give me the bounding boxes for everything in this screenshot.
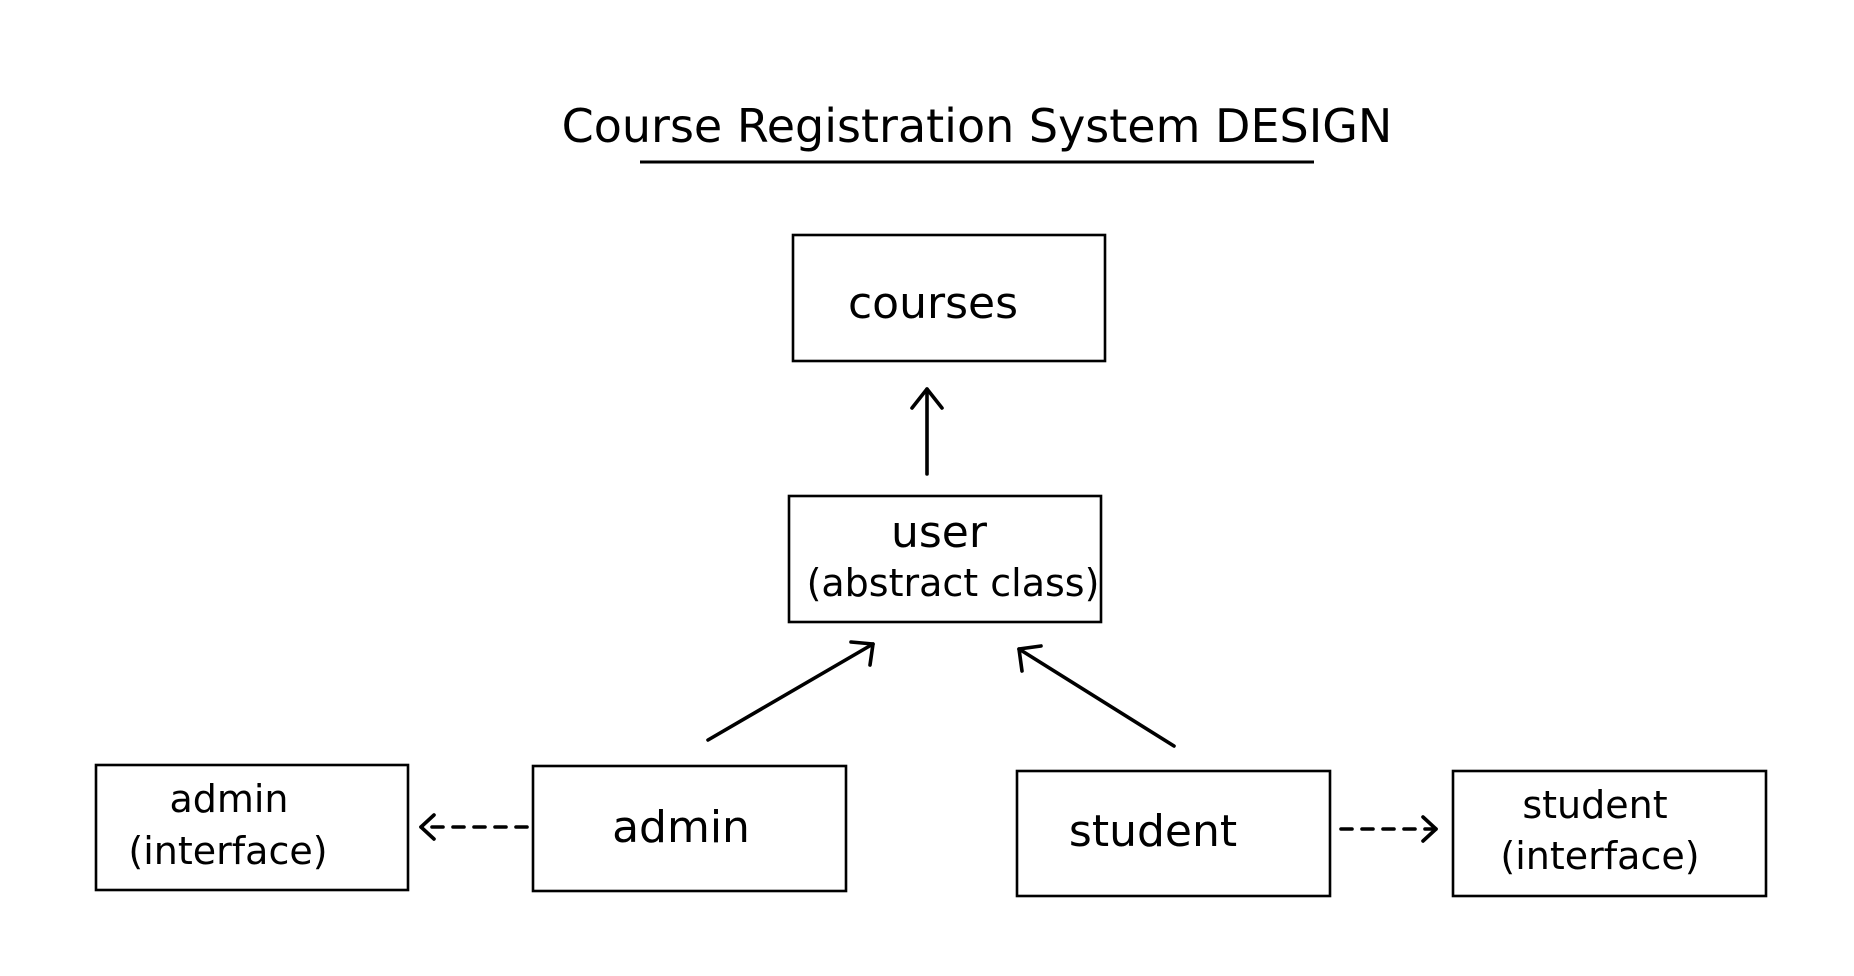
edge-student-to-user-line (1017, 647, 1176, 748)
edge-student-to-student-interface (1339, 815, 1438, 843)
node-admin-box (531, 764, 848, 893)
node-admin-interface-sublabel: (interface) (128, 829, 327, 873)
node-student-interface-sublabel: (interface) (1500, 834, 1699, 878)
node-admin-label: admin (612, 802, 750, 853)
edge-admin-to-user (706, 640, 875, 742)
node-admin-interface: admin (interface) (94, 763, 410, 892)
edge-user-to-courses-arrowhead (910, 387, 944, 410)
node-student-interface: student (interface) (1451, 769, 1768, 898)
edge-admin-to-admin-interface (419, 813, 529, 841)
node-admin: admin (531, 764, 848, 893)
node-courses: courses (791, 233, 1107, 363)
node-user-box (787, 494, 1103, 624)
diagram-title: Course Registration System DESIGN (562, 99, 1393, 164)
node-user-sublabel: (abstract class) (807, 561, 1100, 605)
title-text: Course Registration System DESIGN (562, 99, 1393, 153)
edge-student-to-user-arrowhead (1017, 644, 1043, 673)
edge-admin-to-admin-interface-arrowhead (419, 813, 436, 841)
node-courses-box (791, 233, 1107, 363)
node-user-label: user (891, 507, 988, 558)
node-admin-interface-label: admin (169, 777, 288, 821)
node-student: student (1015, 769, 1332, 898)
node-student-interface-box (1451, 769, 1768, 898)
node-user: user (abstract class) (787, 494, 1103, 624)
edge-student-to-user (1017, 644, 1176, 748)
node-student-label: student (1069, 806, 1237, 857)
node-student-interface-label: student (1522, 783, 1667, 827)
edge-admin-to-user-line (706, 642, 875, 742)
node-courses-label: courses (848, 278, 1018, 329)
node-student-box (1015, 769, 1332, 898)
node-admin-interface-box (94, 763, 410, 892)
edge-admin-to-user-arrowhead (849, 640, 875, 667)
edge-user-to-courses (910, 387, 944, 476)
edge-student-to-student-interface-arrowhead (1421, 815, 1438, 843)
